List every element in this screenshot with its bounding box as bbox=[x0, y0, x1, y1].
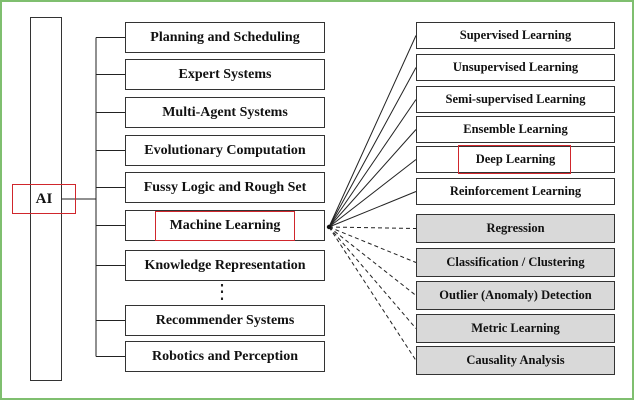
dashed-link-metric-learning bbox=[328, 226, 417, 329]
learning-type-reinforcement-learning: Reinforcement Learning bbox=[416, 178, 615, 205]
field-expert-systems: Expert Systems bbox=[125, 59, 325, 90]
hub-dot bbox=[326, 224, 332, 230]
ai-root-label: AI bbox=[35, 190, 53, 207]
link-unsupervised-learning bbox=[328, 67, 417, 228]
link-reinforcement-learning bbox=[328, 191, 417, 228]
field-robotics-and-perception: Robotics and Perception bbox=[125, 341, 325, 372]
field-evolutionary-computation: Evolutionary Computation bbox=[125, 135, 325, 166]
field-multi-agent-systems: Multi-Agent Systems bbox=[125, 97, 325, 128]
link-ensemble-learning bbox=[328, 129, 417, 228]
field-machine-learning: Machine Learning bbox=[125, 210, 325, 241]
learning-task-metric-learning: Metric Learning bbox=[416, 314, 615, 343]
field-fussy-logic-and-rough-set: Fussy Logic and Rough Set bbox=[125, 172, 325, 203]
learning-type-supervised-learning: Supervised Learning bbox=[416, 22, 615, 49]
link-supervised-learning bbox=[328, 35, 417, 228]
dashed-link-outlier-anomaly-detection bbox=[328, 226, 417, 296]
learning-task-causality-analysis: Causality Analysis bbox=[416, 346, 615, 375]
learning-task-regression: Regression bbox=[416, 214, 615, 243]
learning-type-unsupervised-learning: Unsupervised Learning bbox=[416, 54, 615, 81]
learning-type-semi-supervised-learning: Semi-supervised Learning bbox=[416, 86, 615, 113]
dashed-link-classification-clustering bbox=[328, 226, 417, 263]
learning-type-deep-learning: Deep Learning bbox=[416, 146, 615, 173]
ellipsis: ⋮ bbox=[212, 281, 232, 303]
field-knowledge-representation: Knowledge Representation bbox=[125, 250, 325, 281]
learning-task-classification-clustering: Classification / Clustering bbox=[416, 248, 615, 277]
link-semi-supervised-learning bbox=[328, 99, 417, 228]
learning-type-ensemble-learning: Ensemble Learning bbox=[416, 116, 615, 143]
field-planning-and-scheduling: Planning and Scheduling bbox=[125, 22, 325, 53]
dashed-link-regression bbox=[328, 226, 417, 229]
field-recommender-systems: Recommender Systems bbox=[125, 305, 325, 336]
ai-column bbox=[30, 17, 62, 381]
link-deep-learning bbox=[328, 159, 417, 228]
dashed-link-causality-analysis bbox=[328, 226, 417, 361]
learning-task-outlier-anomaly-detection: Outlier (Anomaly) Detection bbox=[416, 281, 615, 310]
